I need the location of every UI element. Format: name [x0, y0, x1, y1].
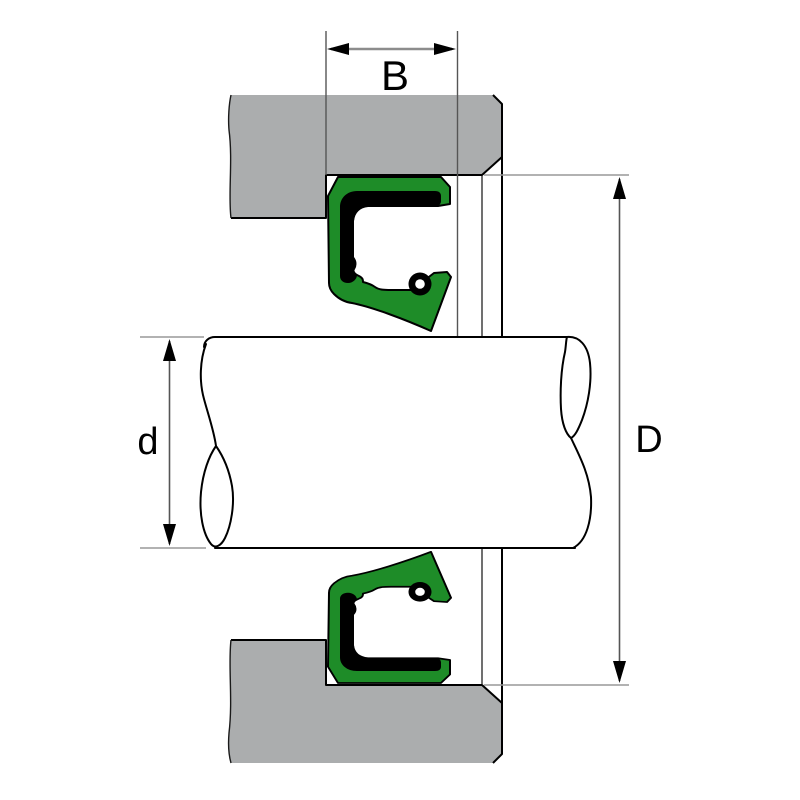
outer-d-arrowhead-down-icon: [613, 661, 626, 683]
shaft-left-break-curve: [199, 343, 217, 447]
seal-upper: [327, 176, 452, 332]
housing-upper-break-line: [227, 94, 232, 219]
shaft-left-break-loop: [199, 445, 235, 548]
housing-lower-edge: [231, 639, 503, 764]
d-arrowhead-down-icon: [163, 524, 176, 546]
dimension-d: d: [137, 336, 206, 549]
housing-fills: [228, 95, 502, 763]
seal-lower-spring-bore: [415, 587, 425, 596]
dimension-outer-d: D: [484, 174, 663, 686]
shaft-top-edge: [203, 336, 568, 348]
seal-upper-case: [340, 191, 441, 283]
shaft-outlines: [199, 335, 593, 549]
label-bore-diameter: D: [635, 419, 662, 461]
housing-lower: [228, 640, 502, 763]
outer-d-arrowhead-up-icon: [613, 177, 626, 199]
housing-outlines: [231, 94, 503, 764]
housing-upper: [228, 95, 502, 218]
seal-lower-case: [340, 592, 441, 672]
shaft-right-break-curve: [570, 437, 593, 549]
seal-lower: [327, 550, 452, 684]
b-arrowhead-right-icon: [434, 43, 456, 55]
housing-upper-edge: [231, 94, 503, 219]
dimension-b: B: [327, 43, 456, 99]
housing-lower-break-line: [227, 639, 232, 764]
d-arrowhead-up-icon: [163, 339, 176, 361]
seal-upper-spring-bore: [415, 279, 425, 289]
label-shaft-diameter: d: [137, 421, 158, 463]
b-arrowhead-left-icon: [327, 43, 349, 55]
shaft-body: [202, 337, 592, 548]
label-seal-width: B: [381, 52, 409, 99]
housing-break-edges: [227, 94, 232, 764]
